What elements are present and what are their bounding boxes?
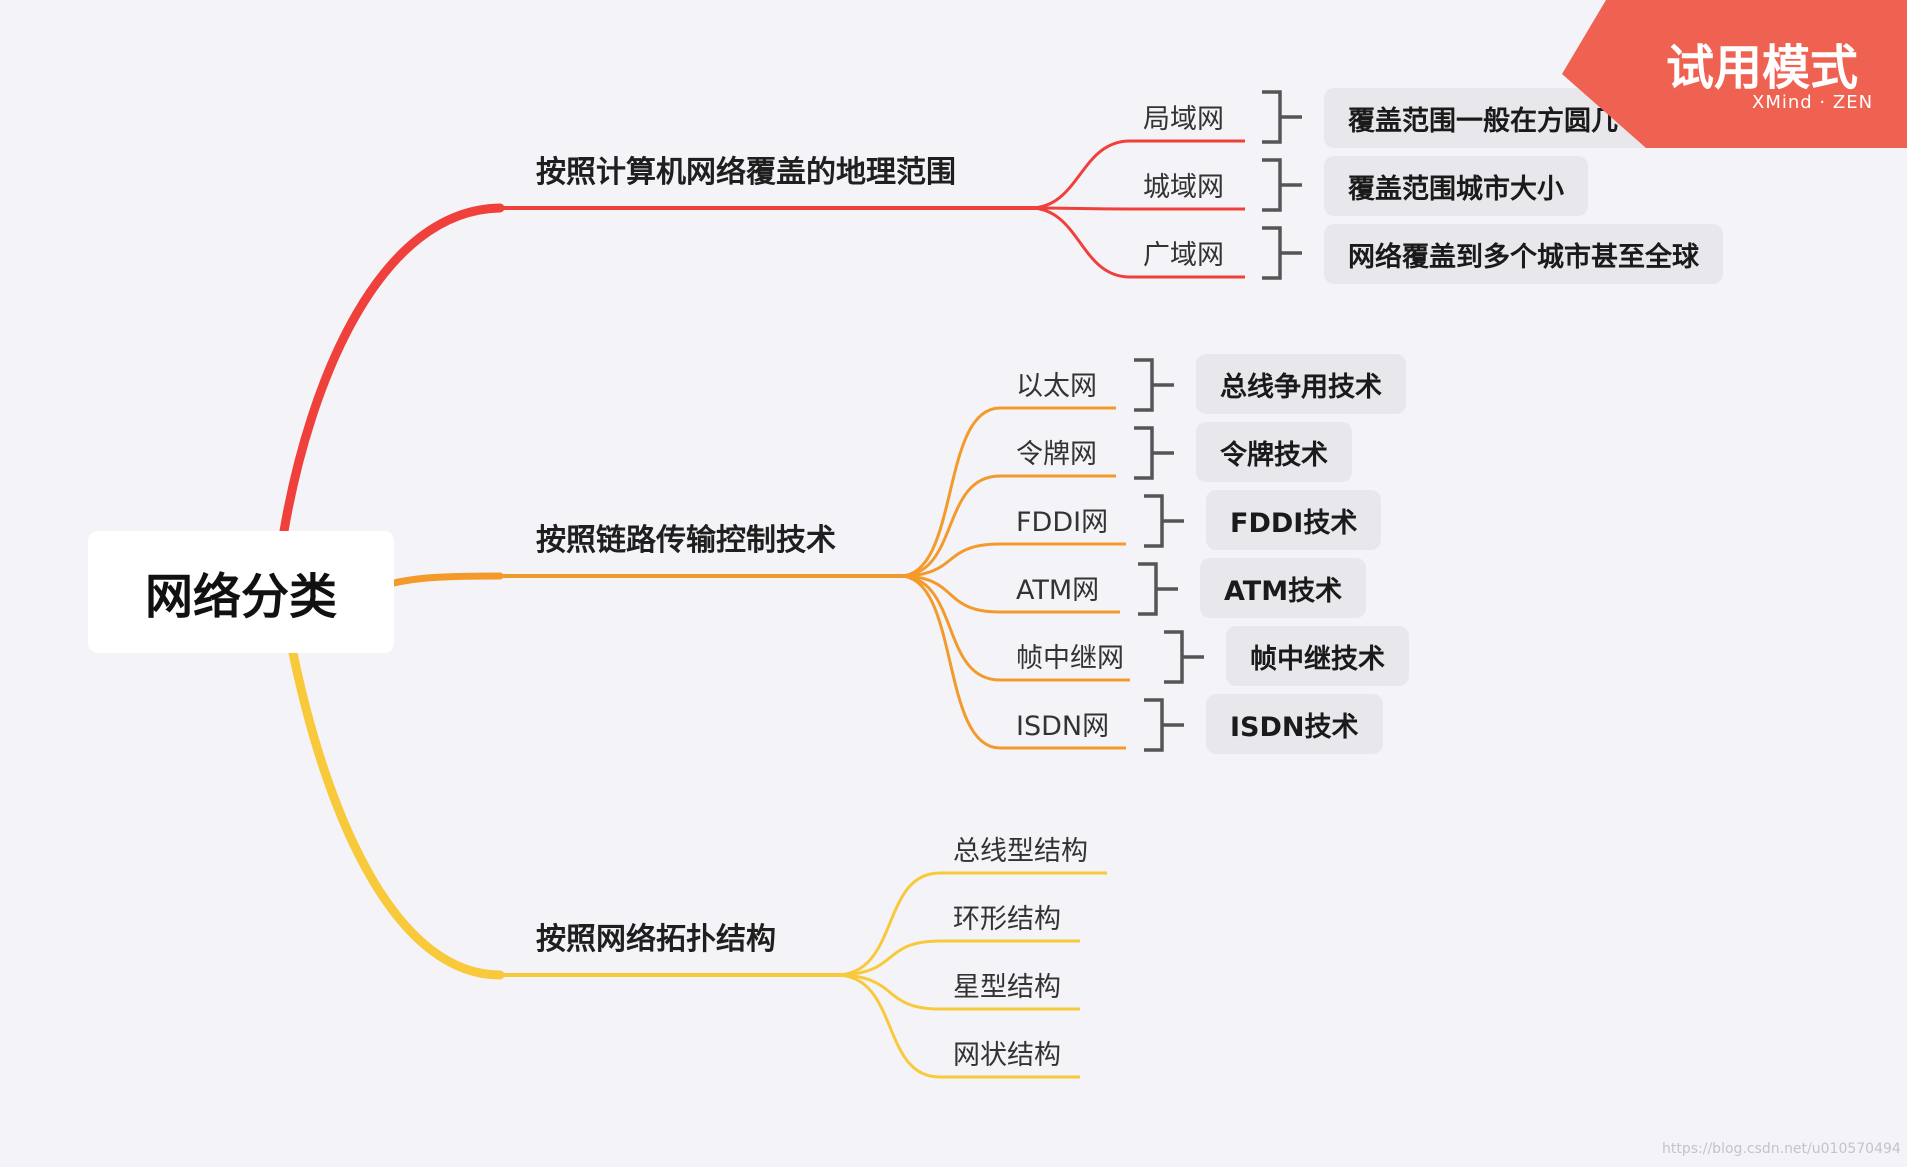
connector-b2-5 (899, 574, 1130, 682)
summary-bracket-b2-6 (1144, 698, 1184, 752)
connector-b3-2 (835, 939, 1080, 977)
trial-mode-banner[interactable] (1562, 0, 1907, 148)
subtopic-b3-3[interactable]: 星型结构 (953, 972, 1061, 1003)
connector-b2-2 (899, 474, 1116, 578)
subtopic-b1-3[interactable]: 广域网 (1143, 240, 1224, 271)
trial-mode-label: 试用模式 (1666, 40, 1859, 96)
connector-root-branch-2 (390, 572, 504, 587)
connector-b2-3 (899, 542, 1126, 578)
root-topic[interactable]: 网络分类 (88, 531, 394, 653)
connector-root-branch-1 (279, 203, 505, 536)
subtopic-b2-4[interactable]: ATM网 (1016, 575, 1100, 606)
subtopic-b1-1[interactable]: 局域网 (1143, 104, 1224, 135)
subtopic-b2-3[interactable]: FDDI网 (1016, 507, 1109, 538)
summary-box-b2-3[interactable]: FDDI技术 (1206, 490, 1382, 550)
connector-b1-2 (1029, 206, 1245, 211)
summary-box-b2-1[interactable]: 总线争用技术 (1196, 354, 1406, 414)
summary-box-b2-6[interactable]: ISDN技术 (1206, 694, 1383, 754)
subtopic-b2-1[interactable]: 以太网 (1016, 371, 1097, 402)
summary-box-b2-4[interactable]: ATM技术 (1200, 558, 1367, 618)
summary-bracket-b1-3 (1262, 226, 1302, 280)
source-watermark: https://blog.csdn.net/u010570494 (1662, 1141, 1901, 1157)
summary-bracket-b1-1 (1262, 90, 1302, 144)
connector-b1-3 (1029, 206, 1245, 279)
connector-b2-4 (899, 574, 1120, 614)
branch-3-title[interactable]: 按照网络拓扑结构 (536, 922, 776, 957)
summary-bracket-b2-5 (1164, 630, 1204, 684)
connector-b3-4 (835, 973, 1080, 1079)
summary-bracket-b2-2 (1134, 426, 1174, 480)
summary-box-b1-3[interactable]: 网络覆盖到多个城市甚至全球 (1324, 224, 1723, 284)
subtopic-b3-4[interactable]: 网状结构 (953, 1040, 1061, 1071)
connector-b2-1 (899, 406, 1116, 578)
connector-b3-3 (835, 973, 1080, 1011)
branch-2-title[interactable]: 按照链路传输控制技术 (536, 523, 836, 558)
branch-1-title[interactable]: 按照计算机网络覆盖的地理范围 (536, 155, 956, 190)
xmind-zen-logo: XMind · ZEN (1752, 92, 1874, 113)
subtopic-b3-2[interactable]: 环形结构 (953, 904, 1061, 935)
summary-bracket-b1-2 (1262, 158, 1302, 212)
subtopic-b1-2[interactable]: 城域网 (1143, 172, 1224, 203)
subtopic-b2-2[interactable]: 令牌网 (1016, 439, 1097, 470)
summary-bracket-b2-3 (1144, 494, 1184, 548)
summary-bracket-b2-4 (1138, 562, 1178, 616)
connector-b1-1 (1029, 139, 1245, 210)
summary-box-b1-2[interactable]: 覆盖范围城市大小 (1324, 156, 1588, 216)
summary-box-b2-2[interactable]: 令牌技术 (1196, 422, 1352, 482)
connector-root-branch-3 (288, 648, 505, 980)
summary-box-b2-5[interactable]: 帧中继技术 (1226, 626, 1409, 686)
subtopic-b2-6[interactable]: ISDN网 (1016, 711, 1110, 742)
connector-b3-1 (835, 871, 1107, 977)
connector-b2-6 (899, 574, 1126, 750)
summary-bracket-b2-1 (1134, 358, 1174, 412)
subtopic-b2-5[interactable]: 帧中继网 (1016, 643, 1124, 674)
subtopic-b3-1[interactable]: 总线型结构 (953, 836, 1088, 867)
